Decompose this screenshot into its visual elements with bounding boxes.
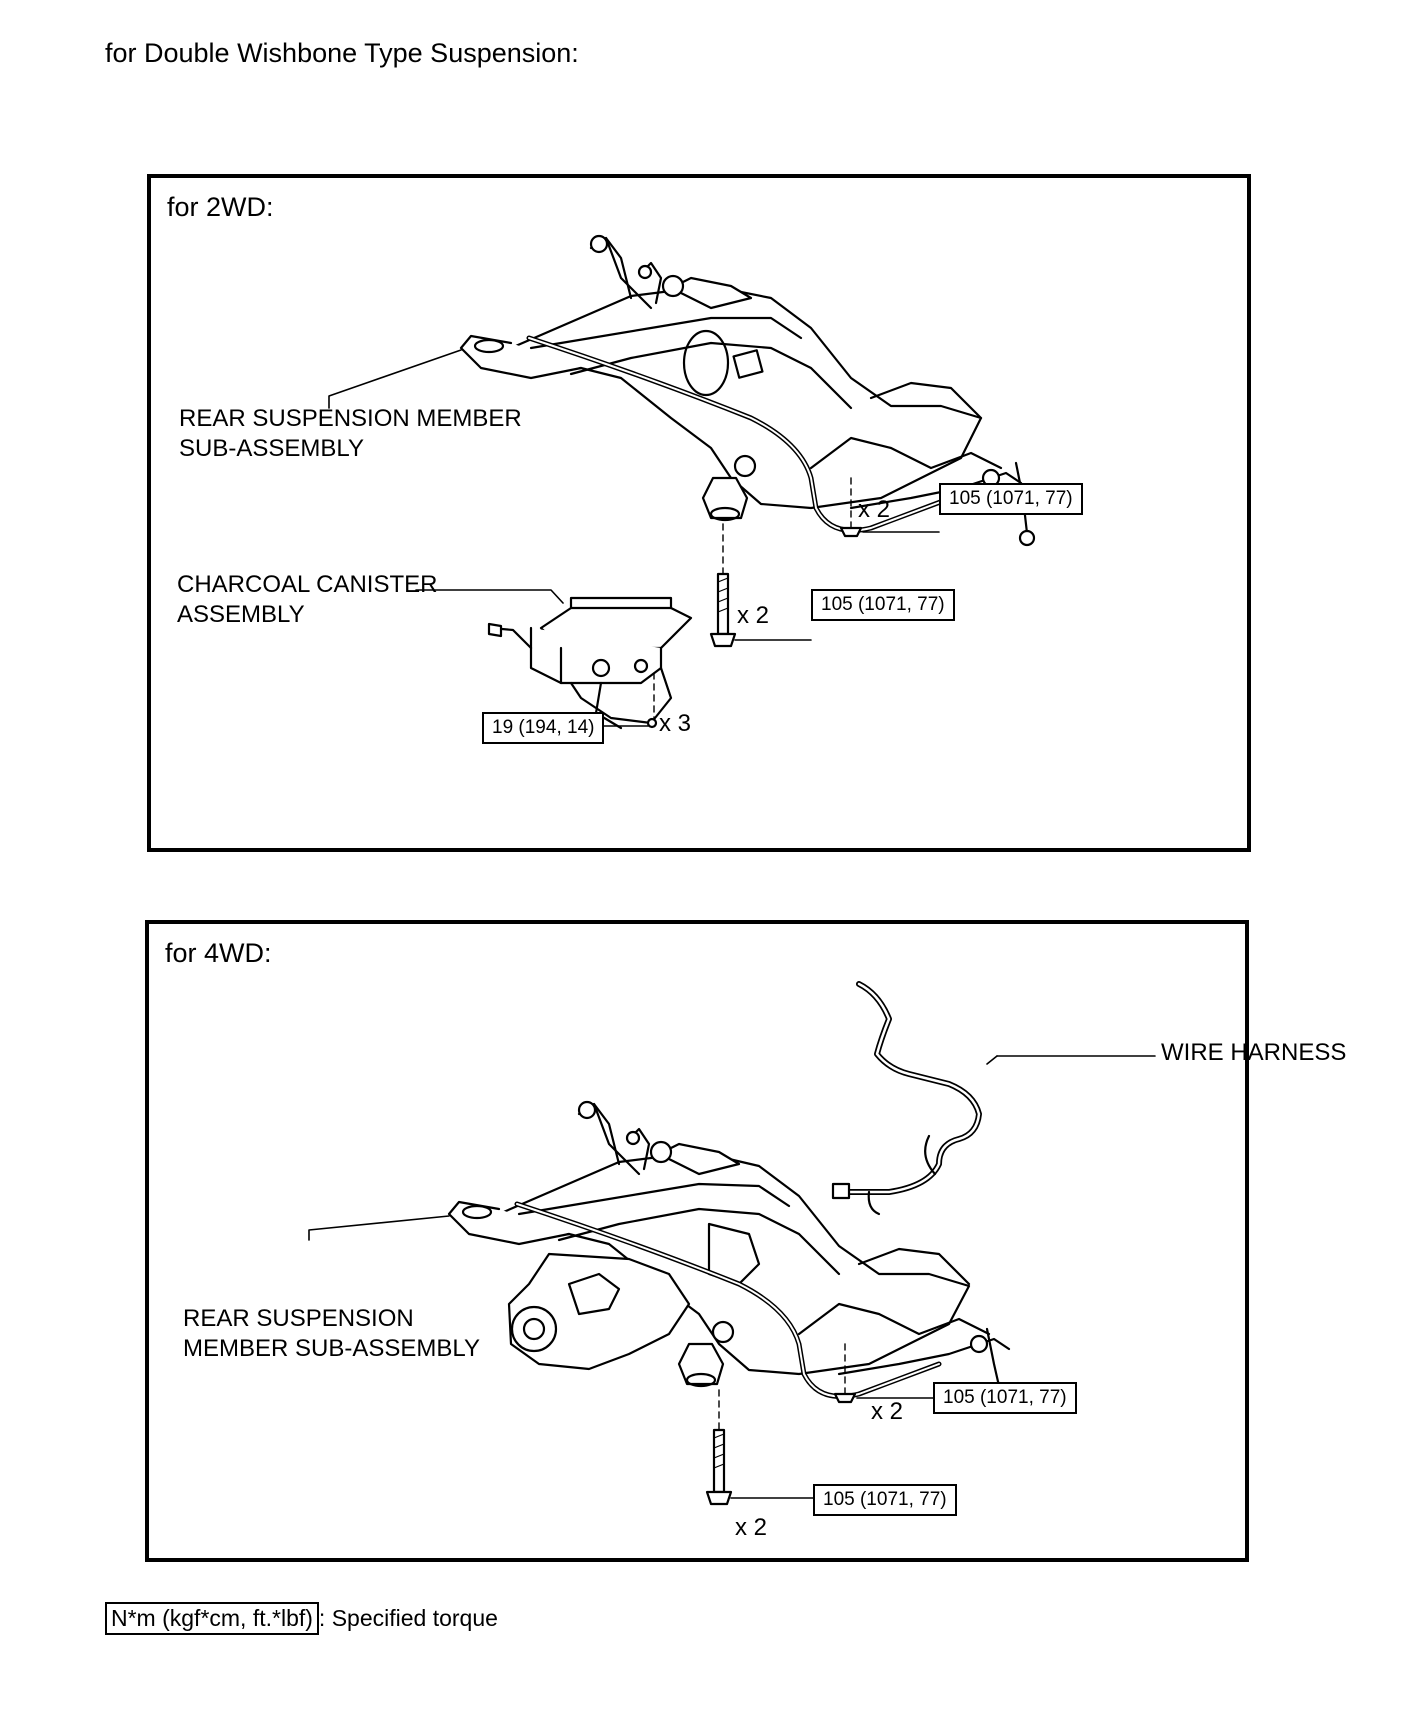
- panel-2wd-title: for 2WD:: [167, 192, 274, 222]
- wire-harness-label: WIRE HARNESS: [1161, 1039, 1347, 1066]
- qty-bolt-4wd: x 2: [735, 1514, 768, 1541]
- charcoal-canister-label: CHARCOAL CANISTER ASSEMBLY: [177, 570, 437, 630]
- torque-legend: N*m (kgf*cm, ft.*lbf): Specified torque: [105, 1602, 498, 1635]
- torque-spec-bolt: 105 (1071, 77): [811, 589, 955, 621]
- member-4wd-label-line-2: MEMBER SUB-ASSEMBLY: [183, 1335, 480, 1362]
- member-4wd-label-line-1: REAR SUSPENSION: [183, 1305, 414, 1332]
- canister-label-line-2: ASSEMBLY: [177, 601, 305, 628]
- legend-text: : Specified torque: [318, 1605, 498, 1631]
- panel-4wd: for 4WD:: [145, 920, 1346, 1562]
- page-title: for Double Wishbone Type Suspension:: [105, 38, 579, 68]
- torque-spec-bolt-4wd: 105 (1071, 77): [813, 1484, 957, 1516]
- member-label-line-1: REAR SUSPENSION MEMBER: [179, 405, 522, 432]
- suspension-member-4wd-drawing: [308, 981, 1156, 1506]
- legend-unit-box: N*m (kgf*cm, ft.*lbf): [105, 1602, 319, 1635]
- canister-label-line-1: CHARCOAL CANISTER: [177, 571, 438, 598]
- qty-nut-4wd: x 2: [871, 1398, 904, 1425]
- qty-nut: x 2: [858, 496, 891, 523]
- qty-canister: x 3: [659, 710, 692, 737]
- suspension-member-2wd-drawing: [328, 234, 1036, 730]
- panel-2wd: for 2WD:: [147, 174, 1251, 852]
- qty-bolt: x 2: [737, 602, 770, 629]
- torque-spec-nut: 105 (1071, 77): [939, 483, 1083, 515]
- rear-suspension-member-4wd-label: REAR SUSPENSION MEMBER SUB-ASSEMBLY: [183, 1304, 480, 1364]
- member-label-line-2: SUB-ASSEMBLY: [179, 435, 364, 462]
- torque-spec-canister: 19 (194, 14): [482, 712, 605, 744]
- panel-4wd-title: for 4WD:: [165, 938, 272, 968]
- torque-spec-nut-4wd: 105 (1071, 77): [933, 1382, 1077, 1414]
- rear-suspension-member-label: REAR SUSPENSION MEMBER SUB-ASSEMBLY: [179, 404, 522, 464]
